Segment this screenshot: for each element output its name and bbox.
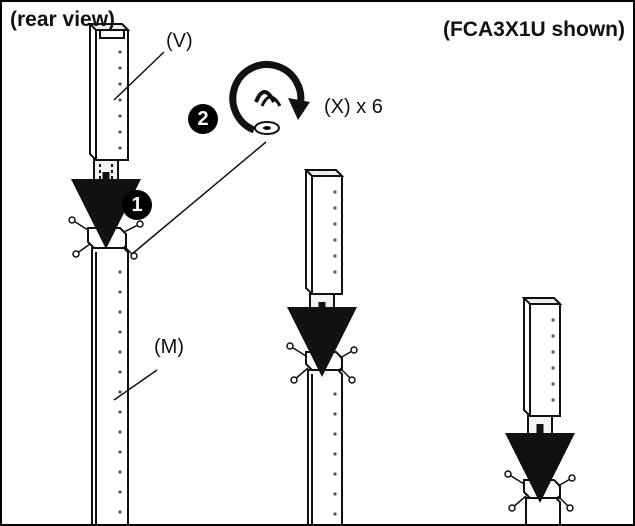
step-2-marker: 2 xyxy=(188,104,218,134)
pole-assembly-right xyxy=(504,297,576,524)
callout-screw-count: (X) x 6 xyxy=(324,96,383,118)
pole-assembly-left xyxy=(68,23,144,524)
callout-v: (V) xyxy=(166,30,193,52)
clamp-plate-right xyxy=(523,479,561,499)
step-1-marker: 1 xyxy=(122,190,152,220)
view-label: (rear view) xyxy=(10,8,116,31)
main-pole-m xyxy=(91,247,129,524)
clamp-plate xyxy=(87,227,127,249)
leader-screw xyxy=(131,141,267,255)
rotate-screw-icon xyxy=(229,61,310,135)
model-label: (FCA3X1U shown) xyxy=(442,18,625,41)
perforation-dots xyxy=(118,50,122,150)
clamp-plate-middle xyxy=(305,351,343,371)
pole-assembly-middle xyxy=(286,169,358,524)
callout-m: (M) xyxy=(154,336,184,358)
leader-m xyxy=(113,369,158,401)
leader-v xyxy=(113,51,165,101)
